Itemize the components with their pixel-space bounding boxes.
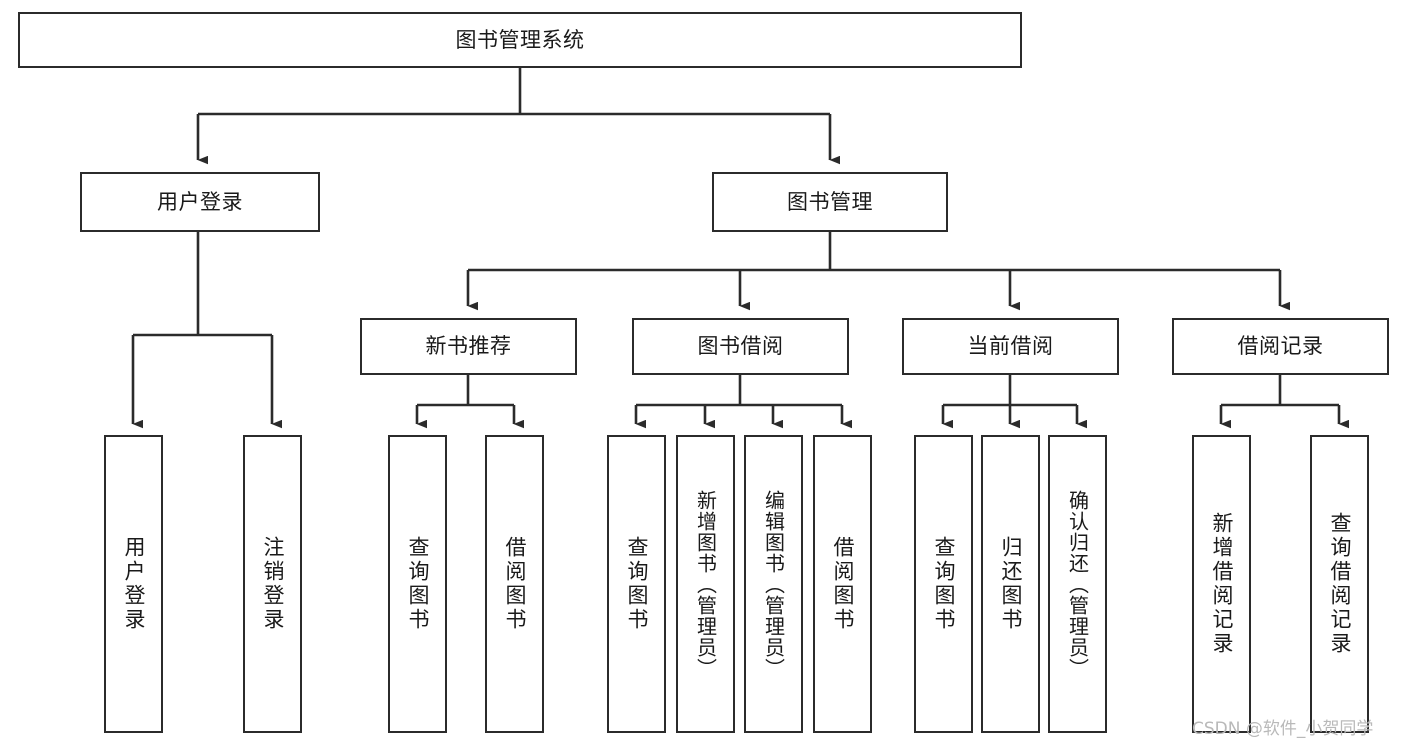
node-current-borrow-label: 当前借阅 xyxy=(967,334,1054,359)
node-new-book-recommend[interactable]: 新书推荐 xyxy=(360,318,577,375)
node-leaf-borrow-book-1[interactable]: 借阅图书 xyxy=(485,435,544,733)
node-leaf-query-book-1-label: 查询图书 xyxy=(406,536,430,632)
csdn-watermark: CSDN @软件_小贺同学 xyxy=(1192,719,1374,739)
node-book-borrow-label: 图书借阅 xyxy=(697,334,784,359)
node-leaf-query-book-2-label: 查询图书 xyxy=(625,536,649,632)
node-book-management[interactable]: 图书管理 xyxy=(712,172,948,232)
node-book-management-label: 图书管理 xyxy=(787,189,873,214)
node-leaf-confirm-return[interactable]: 确认归还（管理员） xyxy=(1048,435,1107,733)
node-leaf-add-book[interactable]: 新增图书（管理员） xyxy=(676,435,735,733)
node-borrow-record[interactable]: 借阅记录 xyxy=(1172,318,1389,375)
node-leaf-borrow-book-1-label: 借阅图书 xyxy=(503,536,527,632)
node-root-label: 图书管理系统 xyxy=(455,27,585,52)
node-leaf-borrow-book-2[interactable]: 借阅图书 xyxy=(813,435,872,733)
node-current-borrow[interactable]: 当前借阅 xyxy=(902,318,1119,375)
node-leaf-user-login[interactable]: 用户登录 xyxy=(104,435,163,733)
node-leaf-edit-book-label: 编辑图书（管理员） xyxy=(761,489,786,679)
node-root[interactable]: 图书管理系统 xyxy=(18,12,1022,68)
node-leaf-query-record-label: 查询借阅记录 xyxy=(1328,512,1352,656)
node-leaf-borrow-book-2-label: 借阅图书 xyxy=(831,536,855,632)
node-leaf-query-book-3-label: 查询图书 xyxy=(932,536,956,632)
node-leaf-query-book-1[interactable]: 查询图书 xyxy=(388,435,447,733)
node-leaf-user-login-label: 用户登录 xyxy=(122,536,146,632)
node-user-login[interactable]: 用户登录 xyxy=(80,172,320,232)
node-leaf-query-book-2[interactable]: 查询图书 xyxy=(607,435,666,733)
node-leaf-return-book[interactable]: 归还图书 xyxy=(981,435,1040,733)
node-leaf-add-record-label: 新增借阅记录 xyxy=(1210,512,1234,656)
node-book-borrow[interactable]: 图书借阅 xyxy=(632,318,849,375)
node-leaf-edit-book[interactable]: 编辑图书（管理员） xyxy=(744,435,803,733)
node-leaf-logout-login[interactable]: 注销登录 xyxy=(243,435,302,733)
node-user-login-label: 用户登录 xyxy=(157,189,243,214)
node-leaf-query-book-3[interactable]: 查询图书 xyxy=(914,435,973,733)
node-leaf-add-record[interactable]: 新增借阅记录 xyxy=(1192,435,1251,733)
node-leaf-query-record[interactable]: 查询借阅记录 xyxy=(1310,435,1369,733)
node-leaf-return-book-label: 归还图书 xyxy=(999,536,1023,632)
node-new-book-recommend-label: 新书推荐 xyxy=(425,334,512,359)
node-borrow-record-label: 借阅记录 xyxy=(1237,334,1324,359)
node-leaf-confirm-return-label: 确认归还（管理员） xyxy=(1065,489,1090,679)
node-leaf-logout-login-label: 注销登录 xyxy=(261,536,285,632)
node-leaf-add-book-label: 新增图书（管理员） xyxy=(693,489,718,679)
